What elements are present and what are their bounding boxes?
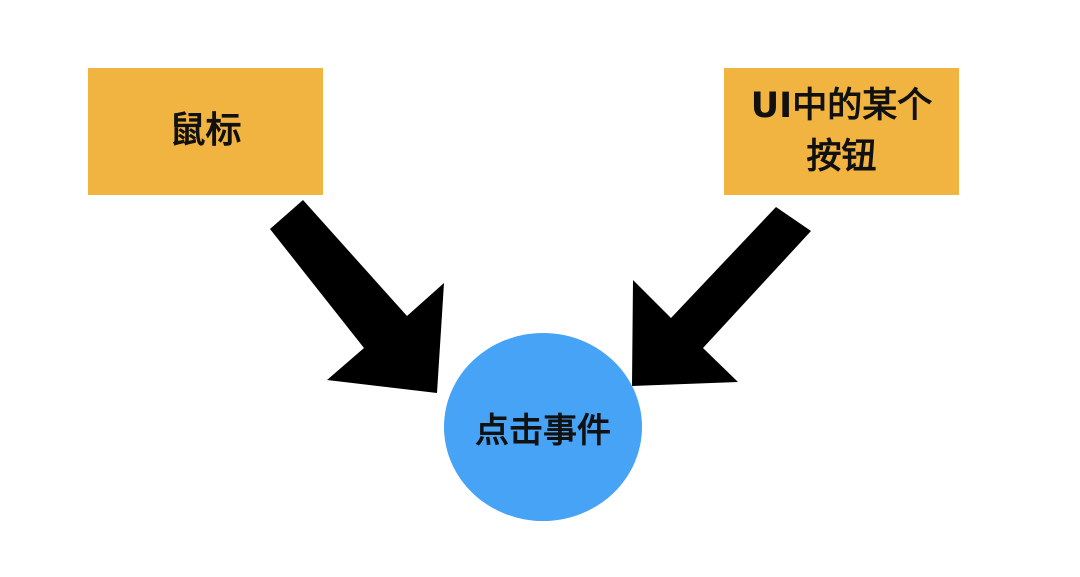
ui-button-source-label-line1: UI中的某个 [750,85,933,126]
arrow-left-to-target [270,200,444,393]
mouse-source-label: 鼠标 [169,110,242,152]
ui-button-source-label-line2: 按钮 [806,136,877,177]
click-event-target-label: 点击事件 [475,410,611,451]
ui-button-source-box: UI中的某个 按钮 [724,68,959,195]
arrow-right-to-target [632,207,811,386]
click-event-target-circle: 点击事件 [444,333,642,521]
mouse-source-box: 鼠标 [88,68,323,195]
